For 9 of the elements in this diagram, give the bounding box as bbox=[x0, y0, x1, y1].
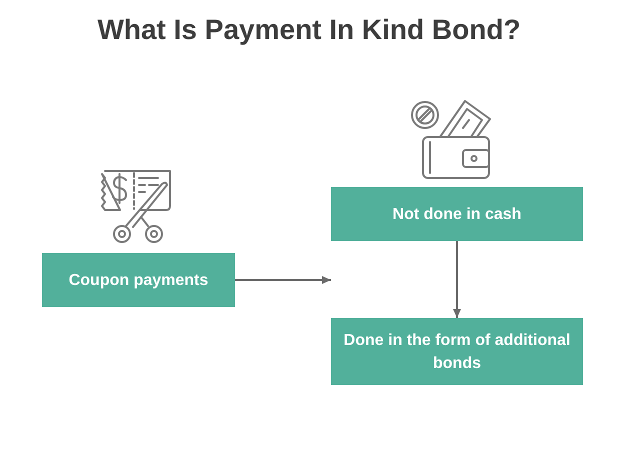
arrow bbox=[453, 241, 461, 318]
process-box bbox=[42, 253, 235, 307]
process-box bbox=[331, 187, 583, 241]
diagram-title: What Is Payment In Kind Bond? bbox=[97, 13, 521, 47]
step-label: Done in the form of additional bonds bbox=[342, 330, 572, 374]
step-label: Not done in cash bbox=[392, 204, 522, 224]
step-label: Coupon payments bbox=[68, 270, 208, 290]
process-box bbox=[331, 318, 583, 385]
arrow bbox=[235, 276, 331, 284]
